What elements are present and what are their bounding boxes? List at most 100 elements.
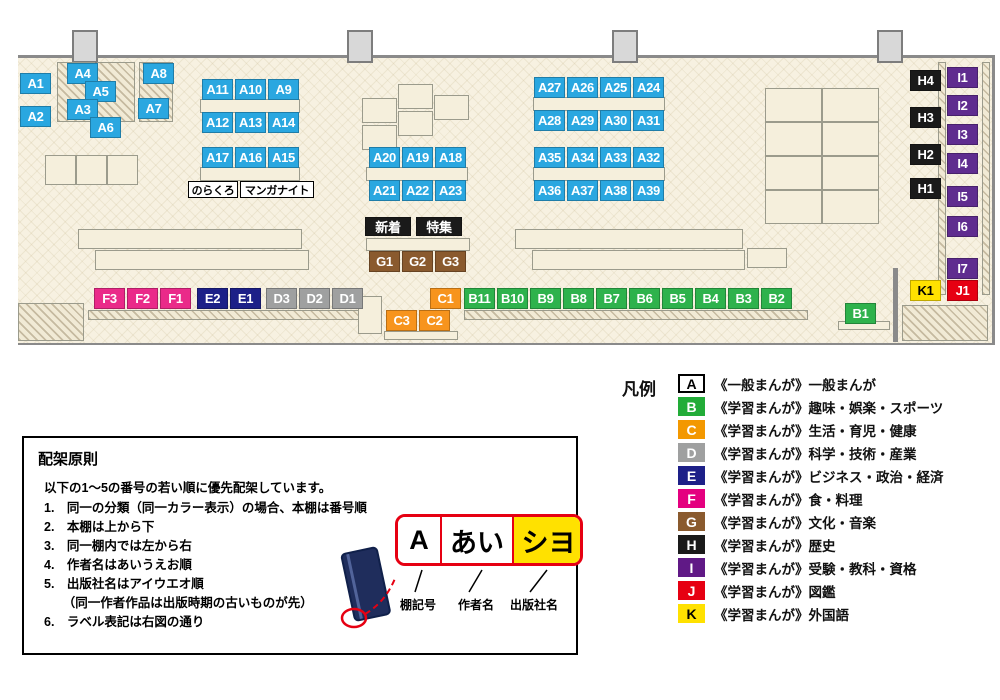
shelf-label-F2: F2 xyxy=(127,288,158,309)
shelf-label-A9: A9 xyxy=(268,79,299,100)
shelf-label-A24: A24 xyxy=(633,77,664,98)
shelf-label-B2: B2 xyxy=(761,288,792,309)
legend-item-label: 《学習まんが》歴史 xyxy=(714,538,836,554)
shelf-label-I4: I4 xyxy=(947,153,978,174)
leader-lines xyxy=(414,569,548,593)
legend-chip-H: H xyxy=(678,535,705,554)
shelf-label-A30: A30 xyxy=(600,110,631,131)
legend-item-label: 《学習まんが》生活・育児・健康 xyxy=(714,423,917,439)
wall-segment xyxy=(992,55,995,345)
shelf-block xyxy=(362,125,397,150)
shelf-label-A29: A29 xyxy=(567,110,598,131)
legend-item-B: B《学習まんが》趣味・娯楽・スポーツ xyxy=(678,395,944,418)
principle-item: 5. 出版社名はアイウエオ順 xyxy=(44,577,204,591)
shelf-label-A7: A7 xyxy=(138,98,169,119)
legend-item-E: E《学習まんが》ビジネス・政治・経済 xyxy=(678,464,944,487)
shelf-block xyxy=(200,167,300,181)
shelf-label-K1: K1 xyxy=(910,280,941,301)
legend-chip-E: E xyxy=(678,466,705,485)
shelf-label-A11: A11 xyxy=(202,79,233,100)
shelf-label-A17: A17 xyxy=(202,147,233,168)
shelf-label-A37: A37 xyxy=(567,180,598,201)
label-example-cell-3: シヨ xyxy=(512,517,580,563)
shelf-block xyxy=(902,305,988,341)
pillar xyxy=(877,30,903,63)
principle-item: 3. 同一棚内では左から右 xyxy=(44,539,192,553)
shelf-block xyxy=(765,122,822,156)
wall-segment xyxy=(893,268,898,342)
shelf-block xyxy=(45,155,76,185)
pillar xyxy=(347,30,373,63)
legend-chip-G: G xyxy=(678,512,705,531)
shelf-label-J1: J1 xyxy=(947,280,978,301)
label-example-cell-2: あい xyxy=(440,517,512,563)
legend-chip-A: A xyxy=(678,374,705,393)
legend-item-C: C《学習まんが》生活・育児・健康 xyxy=(678,418,944,441)
shelf-block xyxy=(434,95,469,120)
shelf-label-A15: A15 xyxy=(268,147,299,168)
shelf-label-I7: I7 xyxy=(947,258,978,279)
principle-item: 4. 作者名はあいうえお順 xyxy=(44,558,192,572)
shelf-label-A6: A6 xyxy=(90,117,121,138)
shelf-label-A14: A14 xyxy=(268,112,299,133)
shelf-label-A36: A36 xyxy=(534,180,565,201)
shelf-label-C3: C3 xyxy=(386,310,417,331)
shelf-label-G3: G3 xyxy=(435,251,466,272)
tag-manga-night: マンガナイト xyxy=(240,181,314,198)
shelf-label-A35: A35 xyxy=(534,147,565,168)
shelf-label-B8: B8 xyxy=(563,288,594,309)
book-spine-icon xyxy=(340,546,397,629)
legend-item-label: 《学習まんが》食・料理 xyxy=(714,492,863,508)
shelf-block xyxy=(398,84,433,109)
shelf-label-A27: A27 xyxy=(534,77,565,98)
shelf-label-E2: E2 xyxy=(197,288,228,309)
shelf-block xyxy=(362,98,397,123)
shelf-block xyxy=(95,250,309,270)
shelf-label-H3: H3 xyxy=(910,107,941,128)
label-example-cell-1: A xyxy=(398,517,440,563)
legend-item-label: 《学習まんが》図鑑 xyxy=(714,584,836,600)
shelf-label-H4: H4 xyxy=(910,70,941,91)
shelf-label-A20: A20 xyxy=(369,147,400,168)
shelf-block xyxy=(384,331,458,340)
sign-featured: 特集 xyxy=(416,217,462,236)
shelf-label-B6: B6 xyxy=(629,288,660,309)
legend-item-label: 《一般まんが》一般まんが xyxy=(714,377,876,393)
shelf-label-A31: A31 xyxy=(633,110,664,131)
shelf-label-G1: G1 xyxy=(369,251,400,272)
shelf-block xyxy=(822,88,879,122)
shelf-label-B7: B7 xyxy=(596,288,627,309)
legend-chip-K: K xyxy=(678,604,705,623)
shelf-label-A38: A38 xyxy=(600,180,631,201)
shelf-block xyxy=(765,156,822,190)
legend-item-J: J《学習まんが》図鑑 xyxy=(678,579,944,602)
shelf-label-A25: A25 xyxy=(600,77,631,98)
shelf-label-A1: A1 xyxy=(20,73,51,94)
principle-item: 1. 同一の分類（同一カラー表示）の場合、本棚は番号順 xyxy=(44,501,367,515)
shelf-block xyxy=(515,229,743,249)
shelf-label-B5: B5 xyxy=(662,288,693,309)
shelf-label-I3: I3 xyxy=(947,124,978,145)
principle-item: 6. ラベル表記は右図の通り xyxy=(44,615,205,629)
shelf-label-A16: A16 xyxy=(235,147,266,168)
legend-item-D: D《学習まんが》科学・技術・産業 xyxy=(678,441,944,464)
shelf-label-A3: A3 xyxy=(67,99,98,120)
shelf-label-C2: C2 xyxy=(419,310,450,331)
shelf-label-B1: B1 xyxy=(845,303,876,324)
legend-item-F: F《学習まんが》食・料理 xyxy=(678,487,944,510)
legend-chip-B: B xyxy=(678,397,705,416)
shelf-block xyxy=(982,62,990,295)
legend-item-label: 《学習まんが》受験・教科・資格 xyxy=(714,561,917,577)
shelf-label-G2: G2 xyxy=(402,251,433,272)
shelf-block xyxy=(200,99,300,113)
shelf-label-A28: A28 xyxy=(534,110,565,131)
legend-item-G: G《学習まんが》文化・音楽 xyxy=(678,510,944,533)
tag-norakuro: のらくろ xyxy=(188,181,238,198)
shelf-label-B9: B9 xyxy=(530,288,561,309)
shelf-label-D2: D2 xyxy=(299,288,330,309)
shelf-block xyxy=(532,250,745,270)
legend-item-label: 《学習まんが》科学・技術・産業 xyxy=(714,446,917,462)
